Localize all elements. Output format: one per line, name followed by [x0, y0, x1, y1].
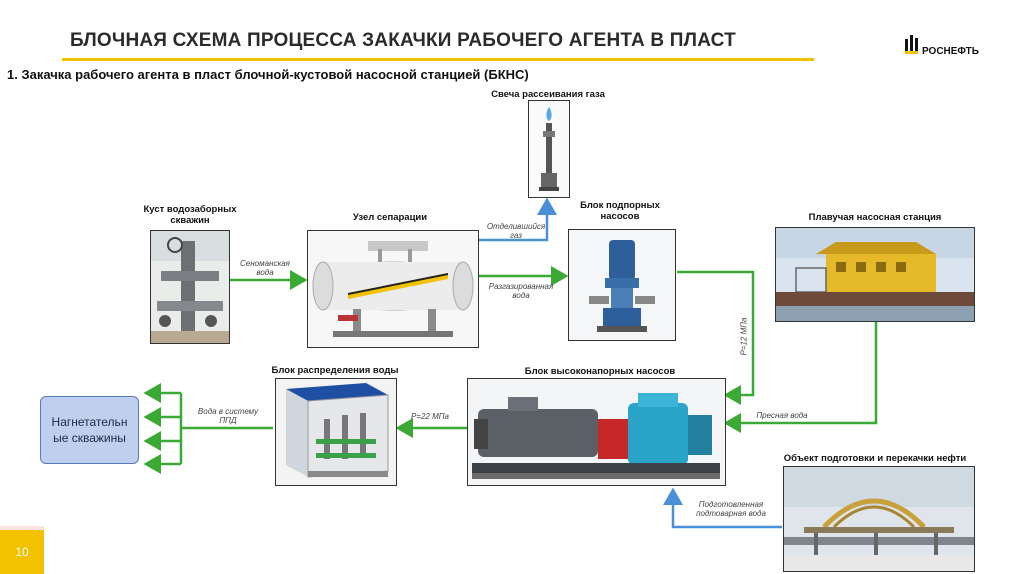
distribution-image [275, 378, 397, 486]
label-high-pressure: Блок высоконапорных насосов [524, 366, 676, 377]
oil-treatment-image [783, 466, 975, 572]
injection-wells-box: Нагнетательные скважины [40, 396, 139, 464]
arrow-prepared [663, 487, 782, 529]
flare-image [528, 100, 570, 198]
rosneft-sun-icon [905, 35, 918, 54]
label-oil-treatment: Объект подготовки и перекачки нефти [783, 453, 967, 464]
label-separation: Узел сепарации [352, 212, 428, 223]
rosneft-logo [905, 35, 918, 54]
label-floating-station: Плавучая насосная станция [808, 212, 942, 223]
arrow-gas [479, 197, 557, 242]
flow-label-degassed-water: Разгазированная вода [488, 282, 554, 300]
flow-label-to-ppd: Вода в систему ППД [197, 407, 259, 425]
flow-label-prepared-water: Подготовленная подтоварная вода [696, 500, 766, 518]
booster-pumps-image [568, 229, 676, 341]
page-number-strip [0, 526, 44, 530]
page-title: БЛОЧНАЯ СХЕМА ПРОЦЕССА ЗАКАЧКИ РАБОЧЕГО … [70, 30, 736, 51]
flow-label-cenomanian: Сеноманская вода [240, 259, 290, 277]
label-distribution: Блок распределения воды [271, 365, 399, 376]
title-underline [62, 58, 814, 61]
page-number: 10 [0, 530, 44, 574]
label-well-cluster: Куст водозаборных скважин [143, 204, 237, 226]
arrow-fresh [723, 322, 878, 433]
arrow-p12 [677, 270, 755, 405]
label-booster: Блок подпорных насосов [580, 200, 660, 222]
injection-wells-label: Нагнетательные скважины [51, 415, 128, 445]
logo-text: РОСНЕФТЬ [922, 46, 979, 57]
high-pressure-pumps-image [467, 378, 726, 486]
separation-image [307, 230, 479, 348]
flow-label-p22: P=22 МПа [410, 412, 450, 421]
flow-label-p12: P=12 МПа [739, 317, 749, 356]
flow-label-fresh-water: Пресная вода [756, 411, 808, 420]
well-cluster-image [150, 230, 230, 344]
label-flare: Свеча рассеивания газа [491, 89, 605, 100]
flow-label-separated-gas: Отделившийся газ [486, 222, 546, 240]
section-subtitle: 1. Закачка рабочего агента в пласт блочн… [7, 67, 529, 82]
floating-station-image [775, 227, 975, 322]
